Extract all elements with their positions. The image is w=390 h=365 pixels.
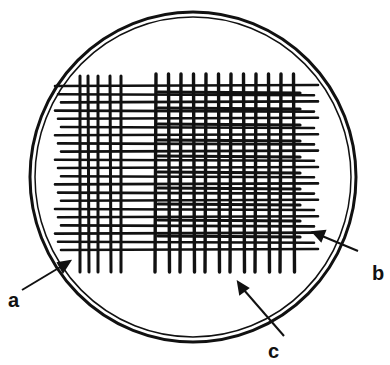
fiber: [155, 74, 156, 272]
fiber: [55, 85, 318, 86]
fiber: [158, 220, 300, 221]
fiber: [158, 108, 300, 109]
fiber: [158, 236, 300, 237]
fiber: [158, 92, 300, 93]
fiber: [158, 204, 300, 205]
fiber: [110, 76, 111, 272]
fiber: [158, 156, 300, 157]
fiber: [158, 172, 300, 173]
fiber: [79, 76, 82, 272]
fiber: [55, 209, 314, 210]
fiber: [97, 76, 100, 272]
fiber: [158, 188, 300, 189]
fiber-grid: [55, 74, 318, 272]
fiber: [55, 160, 314, 161]
fiber: [55, 111, 314, 112]
leader-lines: [22, 231, 358, 336]
fiber: [88, 76, 89, 272]
fiber: [58, 143, 314, 144]
fiber: [58, 193, 314, 194]
part-label: a: [8, 290, 19, 310]
part-label: c: [268, 341, 279, 361]
fiber: [55, 134, 318, 135]
field-ring: [30, 12, 356, 342]
fiber: [120, 76, 123, 272]
field-ring-inner: [35, 17, 351, 337]
fiber: [58, 242, 314, 243]
fiber: [158, 140, 300, 141]
part-label: b: [372, 263, 384, 283]
fiber: [55, 183, 318, 184]
fiber: [158, 124, 300, 125]
